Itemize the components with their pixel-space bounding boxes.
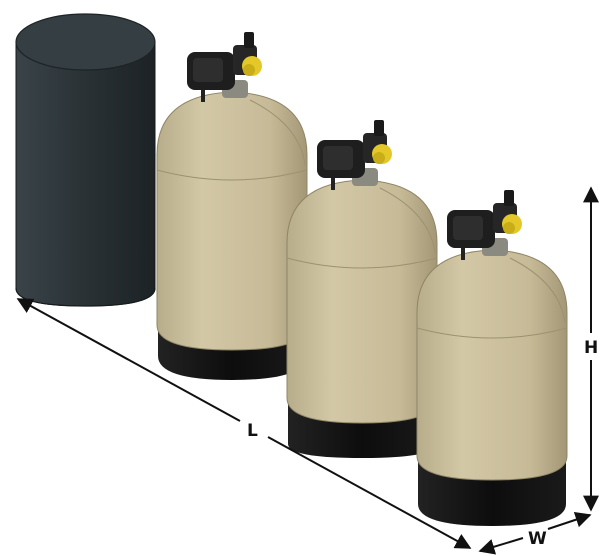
length-arrow-right: [267, 436, 472, 549]
brine-tank: [15, 13, 156, 307]
width-arrow-right: [547, 511, 592, 530]
control-valve: [187, 32, 262, 102]
tank-body: [286, 179, 438, 424]
tank-body: [156, 91, 308, 351]
length-label: L: [247, 421, 258, 441]
length-arrow-left: [16, 298, 241, 422]
softener-tank-2: [286, 120, 438, 458]
softener-tank-1: [156, 32, 308, 380]
width-dimension: W: [478, 511, 592, 555]
height-dimension: H: [583, 186, 599, 512]
width-label: W: [528, 529, 547, 549]
softener-tank-3: [416, 190, 568, 526]
height-label: H: [584, 338, 598, 358]
control-valve: [447, 190, 522, 260]
width-arrow-left: [478, 537, 524, 555]
brine-tank-lid: [15, 13, 156, 71]
length-dimension: L: [16, 298, 472, 549]
tank-body: [416, 249, 568, 481]
control-valve: [317, 120, 392, 190]
